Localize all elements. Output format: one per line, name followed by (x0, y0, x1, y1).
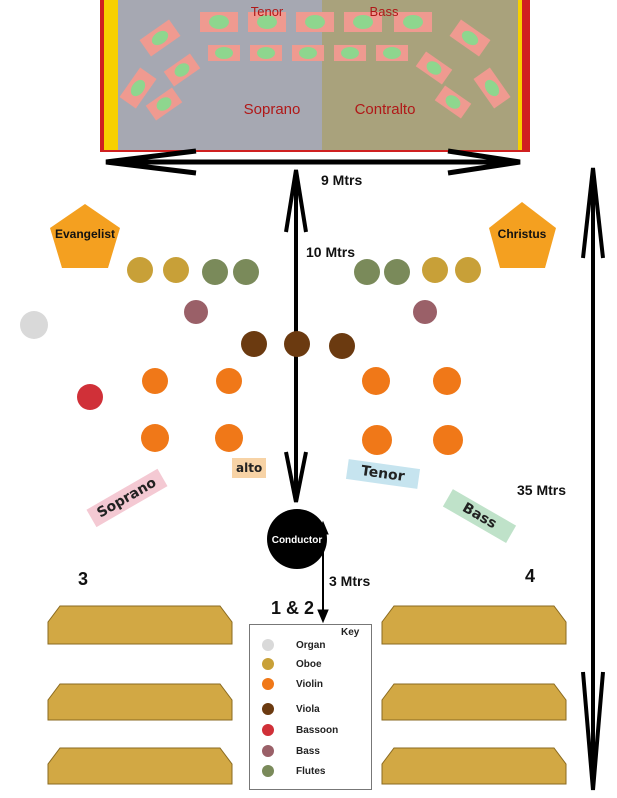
pew (381, 683, 567, 721)
woodwinds-left (127, 257, 259, 285)
flute-player (202, 259, 228, 285)
legend-swatch (262, 745, 274, 757)
legend-item-organ: Organ (262, 637, 325, 653)
violin-player (433, 367, 461, 395)
conductor-distance-measurement: 3 Mtrs (329, 573, 371, 589)
legend-item-viola: Viola (262, 701, 320, 717)
pew (47, 683, 233, 721)
flute-player (354, 259, 380, 285)
choir-singer (209, 15, 229, 29)
oboe-player (127, 257, 153, 283)
flute-player (384, 259, 410, 285)
stage-label-bass: Bass (370, 4, 399, 19)
width-measurement: 9 Mtrs (321, 172, 363, 188)
violin-player (142, 368, 168, 394)
bassoon-player (77, 384, 103, 410)
legend-label: Flutes (296, 765, 326, 777)
stage-distance-measurement: 10 Mtrs (306, 244, 356, 260)
conductor: Conductor (267, 509, 327, 569)
legend-item-violin: Violin (262, 676, 323, 692)
viola-player (284, 331, 310, 357)
seating-label-3: 3 (78, 569, 89, 589)
bass-player (184, 300, 208, 324)
violins (141, 367, 463, 455)
legend-label: Organ (296, 639, 326, 651)
legend-item-flutes: Flutes (262, 763, 325, 779)
choir-singer (353, 15, 373, 29)
pews-left (47, 605, 233, 785)
legend-box: Key Organ Oboe Violin Viola Bassoon Bass… (249, 624, 372, 790)
choir-singer (257, 15, 277, 29)
stage-label-contralto: Contralto (355, 101, 416, 118)
christus-label: Christus (498, 227, 547, 241)
bass-player (413, 300, 437, 324)
violin-player (216, 368, 242, 394)
viola-player (329, 333, 355, 359)
christus-pentagon: Christus (489, 202, 556, 268)
pew (381, 605, 567, 645)
legend-label: Bass (296, 745, 320, 757)
evangelist-label: Evangelist (55, 227, 115, 241)
legend-label: Violin (296, 678, 324, 690)
stage-label-soprano: Soprano (244, 101, 301, 118)
oboe-player (163, 257, 189, 283)
violin-player (215, 424, 243, 452)
choir-stage: Tenor Bass Soprano Contralto (100, 0, 530, 152)
choir-top-row (200, 12, 432, 32)
organ (20, 311, 48, 339)
legend-swatch (262, 765, 274, 777)
legend-label: Bassoon (296, 724, 339, 736)
legend-item-bass: Bass (262, 743, 320, 759)
choir-singer (341, 47, 359, 59)
tag-alto: alto (232, 458, 267, 478)
pew (381, 747, 567, 785)
conductor-label: Conductor (272, 535, 323, 546)
legend-title: Key (341, 627, 360, 638)
legend-swatch (262, 658, 274, 670)
legend-swatch (262, 639, 274, 651)
legend-swatch (262, 678, 274, 690)
stage-label-tenor: Tenor (251, 4, 284, 19)
choir-second-row (208, 45, 408, 61)
choir-singer (403, 15, 423, 29)
choir-right-wing (415, 19, 511, 119)
choir-singer (215, 47, 233, 59)
evangelist-pentagon: Evangelist (50, 204, 120, 268)
woodwinds-right (354, 257, 481, 285)
legend-item-oboe: Oboe (262, 656, 322, 672)
choir-singer (383, 47, 401, 59)
seating-label-4: 4 (525, 566, 536, 586)
legend-swatch (262, 703, 274, 715)
seating-label-1-2: 1 & 2 (271, 598, 315, 618)
hall-length-arrow (581, 167, 605, 791)
choir-singer (257, 47, 275, 59)
oboe-player (455, 257, 481, 283)
pews-right (381, 605, 567, 785)
violin-player (433, 425, 463, 455)
violin-player (362, 367, 390, 395)
pew (47, 605, 233, 645)
hall-length-measurement: 35 Mtrs (517, 482, 567, 498)
choir-singer (299, 47, 317, 59)
legend-label: Viola (296, 703, 320, 715)
legend-swatch (262, 724, 274, 736)
oboe-player (422, 257, 448, 283)
viola-player (241, 331, 267, 357)
pew (47, 747, 233, 785)
legend-label: Oboe (296, 658, 322, 670)
choir-left-wing (119, 19, 201, 121)
choir-singer (305, 15, 325, 29)
violin-player (141, 424, 169, 452)
width-arrow (105, 148, 521, 176)
flute-player (233, 259, 259, 285)
legend-item-bassoon: Bassoon (262, 722, 338, 738)
violas (241, 331, 355, 359)
violin-player (362, 425, 392, 455)
